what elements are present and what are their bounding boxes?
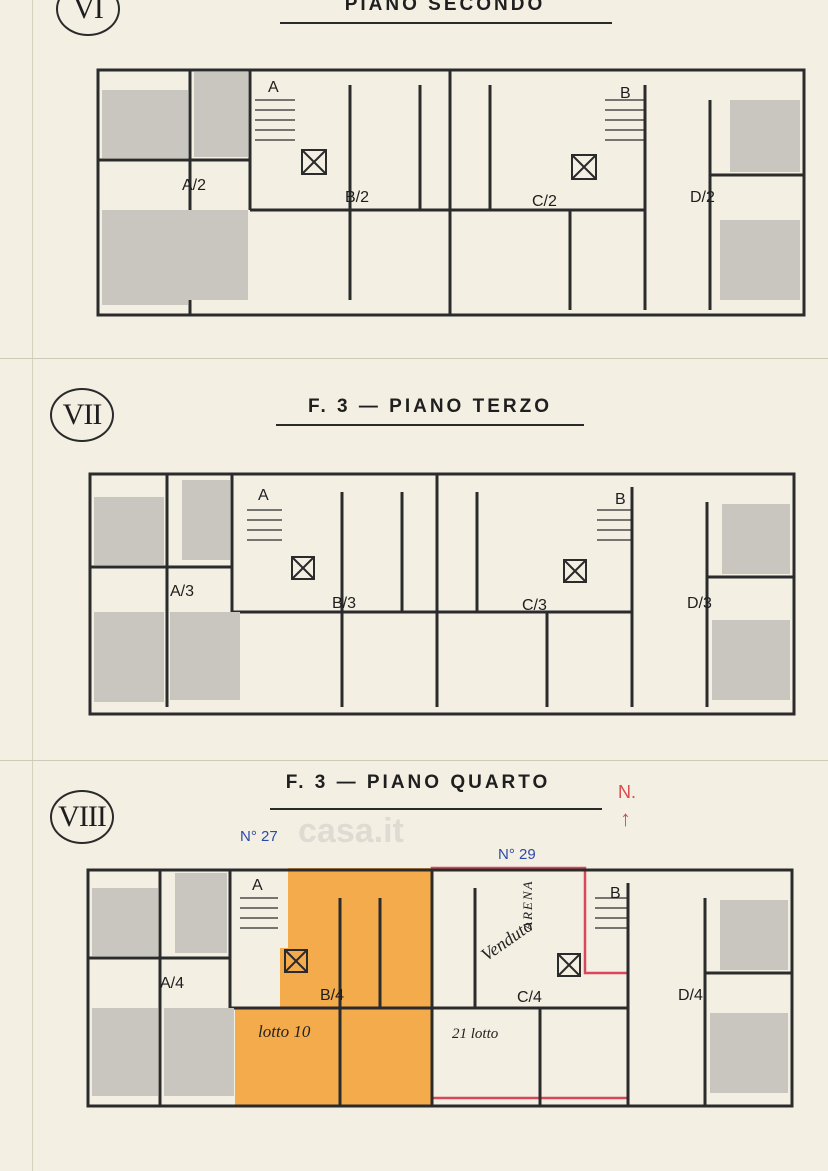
unit-label: D/2	[690, 189, 715, 206]
stair-label-a: A	[268, 79, 279, 96]
unit-label: A/4	[160, 975, 184, 992]
section-title-vii: F. 3 — PIANO TERZO	[307, 396, 553, 417]
annotation-n29: N° 29	[498, 846, 536, 863]
unit-label: B/4	[320, 987, 344, 1004]
title-underline	[276, 424, 584, 426]
unit-label: C/3	[522, 597, 547, 614]
floor-plan-vii: A B A/3 B/3 C/3 D/3	[82, 462, 807, 747]
floor-plan-viii: A B A/4 B/4 C/4 D/4	[80, 858, 805, 1118]
highlight-unit-b4	[235, 868, 432, 1106]
margin-line	[32, 0, 33, 1171]
unit-label: B/2	[345, 189, 369, 206]
title-underline	[280, 22, 612, 24]
section-title-viii: F. 3 — PIANO QUARTO	[285, 772, 551, 793]
stair-label-b: B	[615, 491, 626, 508]
unit-label: A/3	[170, 583, 194, 600]
unit-label: A/2	[182, 177, 206, 194]
stair-label-a: A	[258, 487, 269, 504]
section-numeral-viii: VIII	[50, 790, 114, 844]
section-divider	[0, 358, 828, 359]
unit-label: C/4	[517, 989, 542, 1006]
watermark: casa.it	[298, 812, 404, 850]
unit-label: B/3	[332, 595, 356, 612]
unit-label: D/4	[678, 987, 703, 1004]
annotation-n27: N° 27	[240, 828, 278, 845]
stair-label-b: B	[610, 885, 621, 902]
unit-label: C/2	[532, 193, 557, 210]
stair-label-a: A	[252, 877, 263, 894]
section-numeral-vi: VI	[56, 0, 120, 36]
section-divider	[0, 760, 828, 761]
floor-plan-svg: A B A/4 B/4 C/4 D/4	[86, 866, 794, 1108]
floor-plan-vi: A B A/2 B/2 C/2 D/2	[90, 60, 815, 350]
title-underline	[270, 808, 602, 810]
unit-label: D/3	[687, 595, 712, 612]
floor-plan-svg: A B A/2 B/2 C/2 D/2	[96, 68, 806, 317]
annotation-north: N.	[618, 782, 636, 802]
stair-label-b: B	[620, 85, 631, 102]
section-numeral-vii: VII	[50, 388, 114, 442]
north-arrow-icon: ↑	[620, 806, 631, 831]
annotation-lotto21: 21 lotto	[452, 1026, 499, 1042]
floor-plan-svg: A B A/3 B/3 C/3 D/3	[88, 472, 796, 716]
section-title-vi: PIANO SECONDO	[344, 0, 546, 15]
annotation-lotto10: lotto 10	[258, 1022, 311, 1041]
